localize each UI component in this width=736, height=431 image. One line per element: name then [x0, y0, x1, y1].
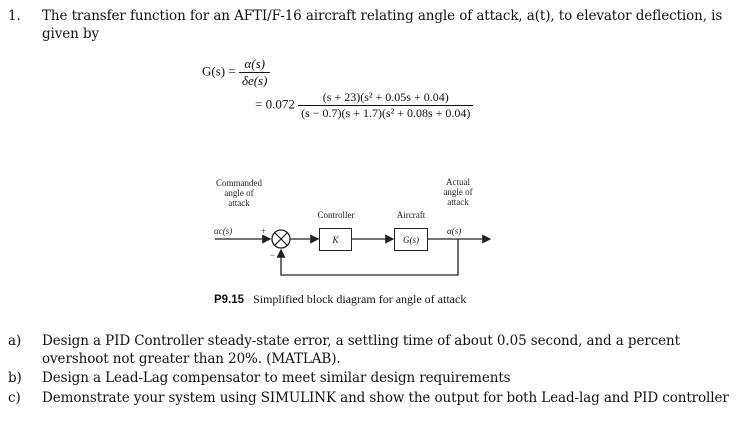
task-c-letter: c) — [8, 390, 21, 406]
controller-label: Controller — [317, 210, 355, 220]
task-a-line2: overshoot not greater than 20%. (MATLAB)… — [42, 351, 341, 367]
equation-lhs: G(s) = — [202, 63, 236, 79]
fraction1-denominator: δe(s) — [241, 73, 268, 88]
question-number: 1. — [8, 8, 21, 24]
feedback-path — [276, 239, 459, 276]
commanded-label: Commanded angle of attack — [216, 178, 262, 208]
fraction2-denominator: (s − 0.7)(s + 1.7)(s² + 0.08s + 0.04) — [301, 106, 471, 120]
actual-label: Actual angle of attack — [443, 177, 473, 207]
equation-fraction-1: α(s) δe(s) — [238, 56, 271, 89]
input-symbol: αc(s) — [214, 226, 233, 236]
controller-gain: K — [332, 234, 339, 245]
equation-line2: = 0.072 (s + 23)(s² + 0.05s + 0.04) (s −… — [255, 90, 474, 121]
aircraft-label: Aircraft — [396, 210, 426, 220]
question-text-line2: given by — [42, 26, 100, 42]
caption-id: P9.15 — [214, 294, 245, 306]
task-a-line1: Design a PID Controller steady-state err… — [42, 333, 680, 349]
controller-block: K — [319, 228, 352, 251]
question-text-line1: The transfer function for an AFTI/F-16 a… — [42, 8, 723, 24]
task-c-line1: Demonstrate your system using SIMULINK a… — [42, 390, 729, 406]
task-a-letter: a) — [8, 333, 22, 349]
caption-text: Simplified block diagram for angle of at… — [253, 292, 467, 306]
minus-sign: − — [270, 250, 276, 260]
equation-line1: G(s) = α(s) δe(s) — [202, 56, 271, 89]
aircraft-tf: G(s) — [403, 234, 419, 245]
task-b-letter: b) — [8, 370, 22, 386]
fraction2-numerator: (s + 23)(s² + 0.05s + 0.04) — [298, 90, 474, 106]
equation-gain: = 0.072 — [255, 96, 295, 112]
plus-sign: + — [261, 226, 267, 236]
equation-fraction-2: (s + 23)(s² + 0.05s + 0.04) (s − 0.7)(s … — [298, 90, 474, 121]
output-symbol: α(s) — [447, 226, 462, 236]
task-b-line1: Design a Lead-Lag compensator to meet si… — [42, 370, 511, 386]
figure-caption: P9.15 Simplified block diagram for angle… — [214, 292, 466, 307]
fraction1-numerator: α(s) — [238, 56, 271, 73]
aircraft-block: G(s) — [394, 228, 428, 251]
